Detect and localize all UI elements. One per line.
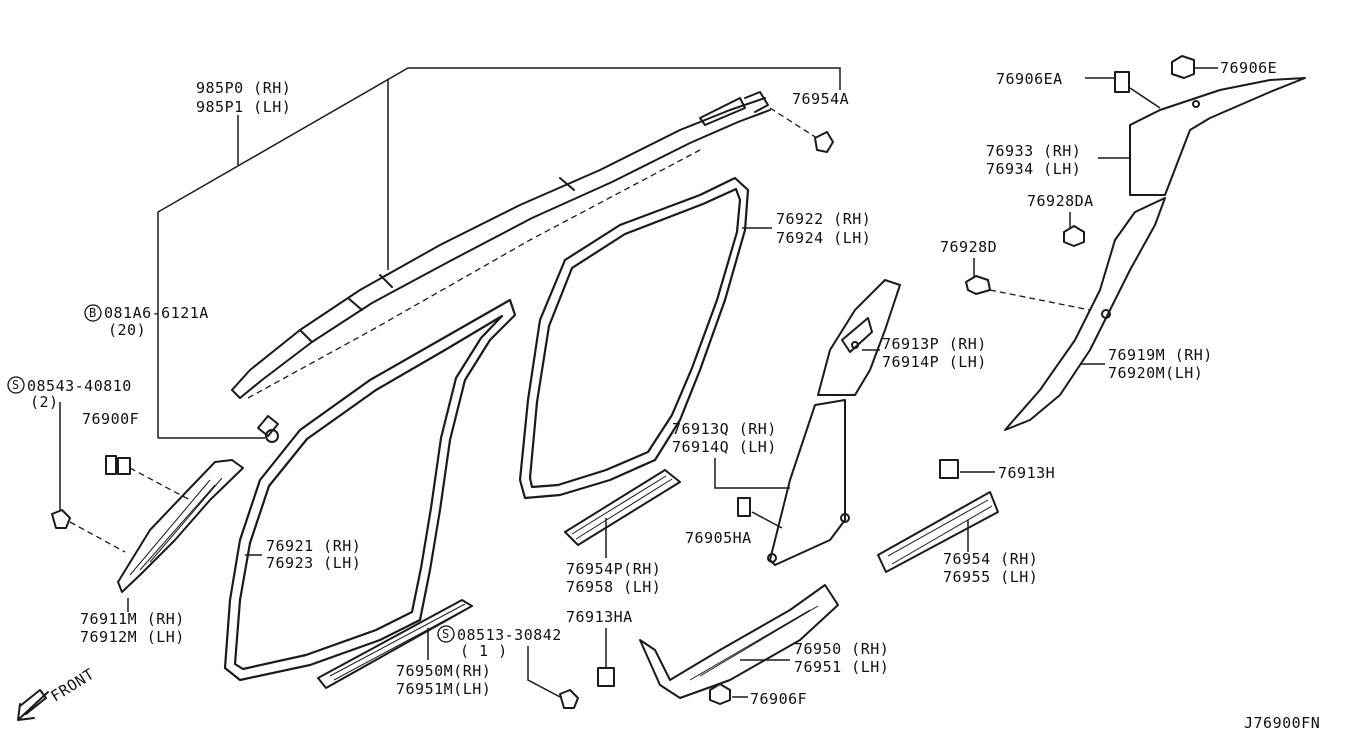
label-76906f: 76906F (750, 690, 807, 708)
label-76933: 76933 (RH) (986, 142, 1081, 160)
label-76914p: 76914P (LH) (882, 353, 987, 371)
screw-mark-letter: S (12, 378, 19, 392)
label-76912m: 76912M (LH) (80, 628, 185, 646)
label-76906ea: 76906EA (996, 70, 1063, 88)
label-76921: 76921 (RH) (266, 537, 361, 555)
label-76950m: 76950M(RH) (396, 662, 491, 680)
rear-pillar-upper-trim-part[interactable] (1129, 77, 1306, 196)
center-pillar-lower-part[interactable] (767, 399, 850, 566)
label-76913ha: 76913HA (566, 608, 633, 626)
clip-76913ha[interactable] (597, 628, 615, 687)
label-76928da: 76928DA (1027, 192, 1094, 210)
label-76924: 76924 (LH) (776, 229, 871, 247)
label-08513: 08513-30842 (457, 626, 562, 644)
label-76950: 76950 (RH) (794, 640, 889, 658)
label-081a6: 081A6-6121A (104, 304, 209, 322)
center-pillar-upper-part[interactable] (817, 279, 901, 396)
label-76954: 76954 (RH) (943, 550, 1038, 568)
label-985p0: 985P0 (RH) (196, 79, 291, 97)
rear-pillar-lower-trim-part[interactable] (1004, 197, 1166, 431)
label-76913p: 76913P (RH) (882, 335, 987, 353)
clip-76906e[interactable] (1171, 55, 1218, 79)
clip-76900f[interactable] (105, 455, 191, 501)
leader-76913q (714, 458, 790, 489)
front-label: FRONT (48, 665, 98, 706)
front-direction-arrow-icon (17, 689, 49, 721)
bolt-mark-letter: B (89, 306, 96, 320)
rear-kick-plate-part[interactable] (877, 491, 999, 573)
label-08543-qty: (2) (30, 393, 59, 411)
label-081a6-qty: (20) (108, 321, 146, 339)
label-76922: 76922 (RH) (776, 210, 871, 228)
label-08543: 08543-40810 (27, 377, 132, 395)
rear-sill-plate-part[interactable] (564, 469, 681, 546)
screw-mark-icon (7, 376, 25, 394)
label-76928d: 76928D (940, 238, 997, 256)
label-76919m: 76919M (RH) (1108, 346, 1213, 364)
label-76955: 76955 (LH) (943, 568, 1038, 586)
label-76914q: 76914Q (LH) (672, 438, 777, 456)
label-76905ha: 76905HA (685, 529, 752, 547)
rear-door-weatherstrip-part[interactable] (518, 176, 750, 500)
label-76900f: 76900F (82, 410, 139, 428)
clip-76928d[interactable] (965, 258, 1101, 313)
clip-76913h[interactable] (939, 459, 995, 479)
label-76958: 76958 (LH) (566, 578, 661, 596)
label-76911m: 76911M (RH) (80, 610, 185, 628)
front-sill-plate-part[interactable] (317, 599, 473, 689)
front-door-weatherstrip-part[interactable] (223, 298, 517, 682)
label-76913h: 76913H (998, 464, 1055, 482)
label-76920m: 76920M(LH) (1108, 364, 1203, 382)
diagram-code: J76900FN (1244, 714, 1320, 732)
label-76951: 76951 (LH) (794, 658, 889, 676)
label-76913q: 76913Q (RH) (672, 420, 777, 438)
screw-08513[interactable] (527, 646, 579, 709)
clip-76906f[interactable] (709, 683, 748, 705)
front-pillar-lower-part[interactable] (117, 459, 244, 593)
label-76923: 76923 (LH) (266, 554, 361, 572)
label-76934: 76934 (LH) (986, 160, 1081, 178)
clip-76954a[interactable] (769, 107, 834, 153)
label-76954a: 76954A (792, 90, 849, 108)
label-76951m: 76951M(LH) (396, 680, 491, 698)
clip-76906ea[interactable] (1085, 71, 1161, 109)
label-985p1: 985P1 (LH) (196, 98, 291, 116)
sill-plate-part[interactable] (639, 584, 839, 699)
label-76954p: 76954P(RH) (566, 560, 661, 578)
label-76906e: 76906E (1220, 59, 1277, 77)
screw-mark-2-letter: S (442, 627, 449, 641)
clip-76905ha[interactable] (737, 497, 783, 529)
label-08513-qty: ( 1 ) (460, 642, 508, 660)
screw-08543[interactable] (51, 402, 126, 553)
roof-side-garnish-part[interactable] (231, 91, 771, 443)
bolt-mark-icon (84, 304, 102, 322)
screw-mark-2-icon (437, 625, 455, 643)
leader-985p0 (157, 67, 841, 438)
clip-76928da[interactable] (1063, 212, 1085, 247)
